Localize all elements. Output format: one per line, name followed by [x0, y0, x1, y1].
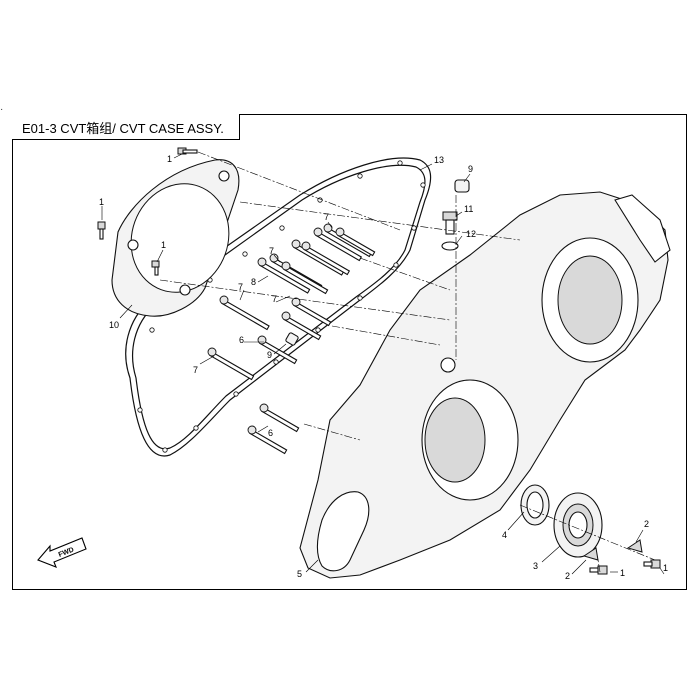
- clip-right: [626, 539, 643, 553]
- callout-bolt-7-c: 7: [238, 282, 243, 292]
- callout-bolt-1-left: 1: [99, 197, 104, 207]
- callout-gasket-13: 13: [434, 155, 444, 165]
- callout-labels: 1 1 1 10 13 7 7 7 7 7 8 9 6 6 9 11 12 5 …: [99, 154, 668, 581]
- callout-dowel-9-right: 9: [468, 164, 473, 174]
- bolt-right: [643, 559, 661, 569]
- alignment-lines: [159, 151, 656, 573]
- callout-dowel-6-lower: 6: [268, 428, 273, 438]
- callout-bolt-1-top: 1: [167, 154, 172, 164]
- cover-plate-boss-bottom: [179, 284, 191, 296]
- callout-bolt-1-inner: 1: [161, 240, 166, 250]
- case-outlet-tube: [614, 194, 671, 263]
- callout-bolt-7-e: 7: [193, 365, 198, 375]
- bearing: [553, 492, 603, 558]
- case-air-duct: [316, 491, 370, 572]
- callout-case-5: 5: [297, 569, 302, 579]
- bolt-top: [177, 147, 198, 155]
- callout-plate-10: 10: [109, 320, 119, 330]
- callout-bolt-7-d: 7: [272, 294, 277, 304]
- callout-bearing-3: 3: [533, 561, 538, 571]
- callout-clip-2-bottom: 2: [565, 571, 570, 581]
- dowel-pin-left: [285, 332, 299, 346]
- callout-seal-4: 4: [502, 530, 507, 540]
- bolt-inner: [151, 260, 160, 276]
- callout-plug-11: 11: [464, 204, 473, 214]
- clip-bottom: [582, 547, 599, 561]
- bolt-heads: [207, 223, 345, 435]
- forward-arrow: FWD: [37, 537, 87, 568]
- sealing-washer: [441, 241, 459, 251]
- case-driven-bore: [424, 397, 486, 483]
- dowel-pin-right: [454, 179, 470, 193]
- callout-bolt-8: 8: [251, 277, 256, 287]
- bolt-bottom: [589, 565, 608, 575]
- title-tab: [12, 114, 240, 140]
- diagram-frame: [12, 114, 687, 590]
- drain-plug: [442, 211, 458, 235]
- cover-plate-boss-left: [127, 239, 139, 251]
- callout-washer-12: 12: [466, 229, 476, 239]
- corner-mark: ·: [0, 104, 4, 115]
- callout-bolt-7-b: 7: [269, 246, 274, 256]
- callout-bolt-1-right: 1: [663, 563, 668, 573]
- callout-dowel-6-upper: 6: [239, 335, 244, 345]
- callout-bolt-7-a: 7: [324, 212, 329, 222]
- callout-clip-2-right: 2: [644, 519, 649, 529]
- diagram-title: E01-3 CVT箱组/ CVT CASE ASSY.: [22, 121, 224, 136]
- case-plug-port: [440, 357, 456, 373]
- callout-dowel-9-left: 9: [267, 350, 272, 360]
- callout-bolt-1-bottom: 1: [620, 568, 625, 578]
- bolt-left: [97, 221, 106, 240]
- leader-lines: [101, 153, 665, 575]
- oil-seal: [520, 484, 550, 526]
- cover-plate-boss-top: [218, 170, 230, 182]
- case-drive-bore: [557, 255, 623, 345]
